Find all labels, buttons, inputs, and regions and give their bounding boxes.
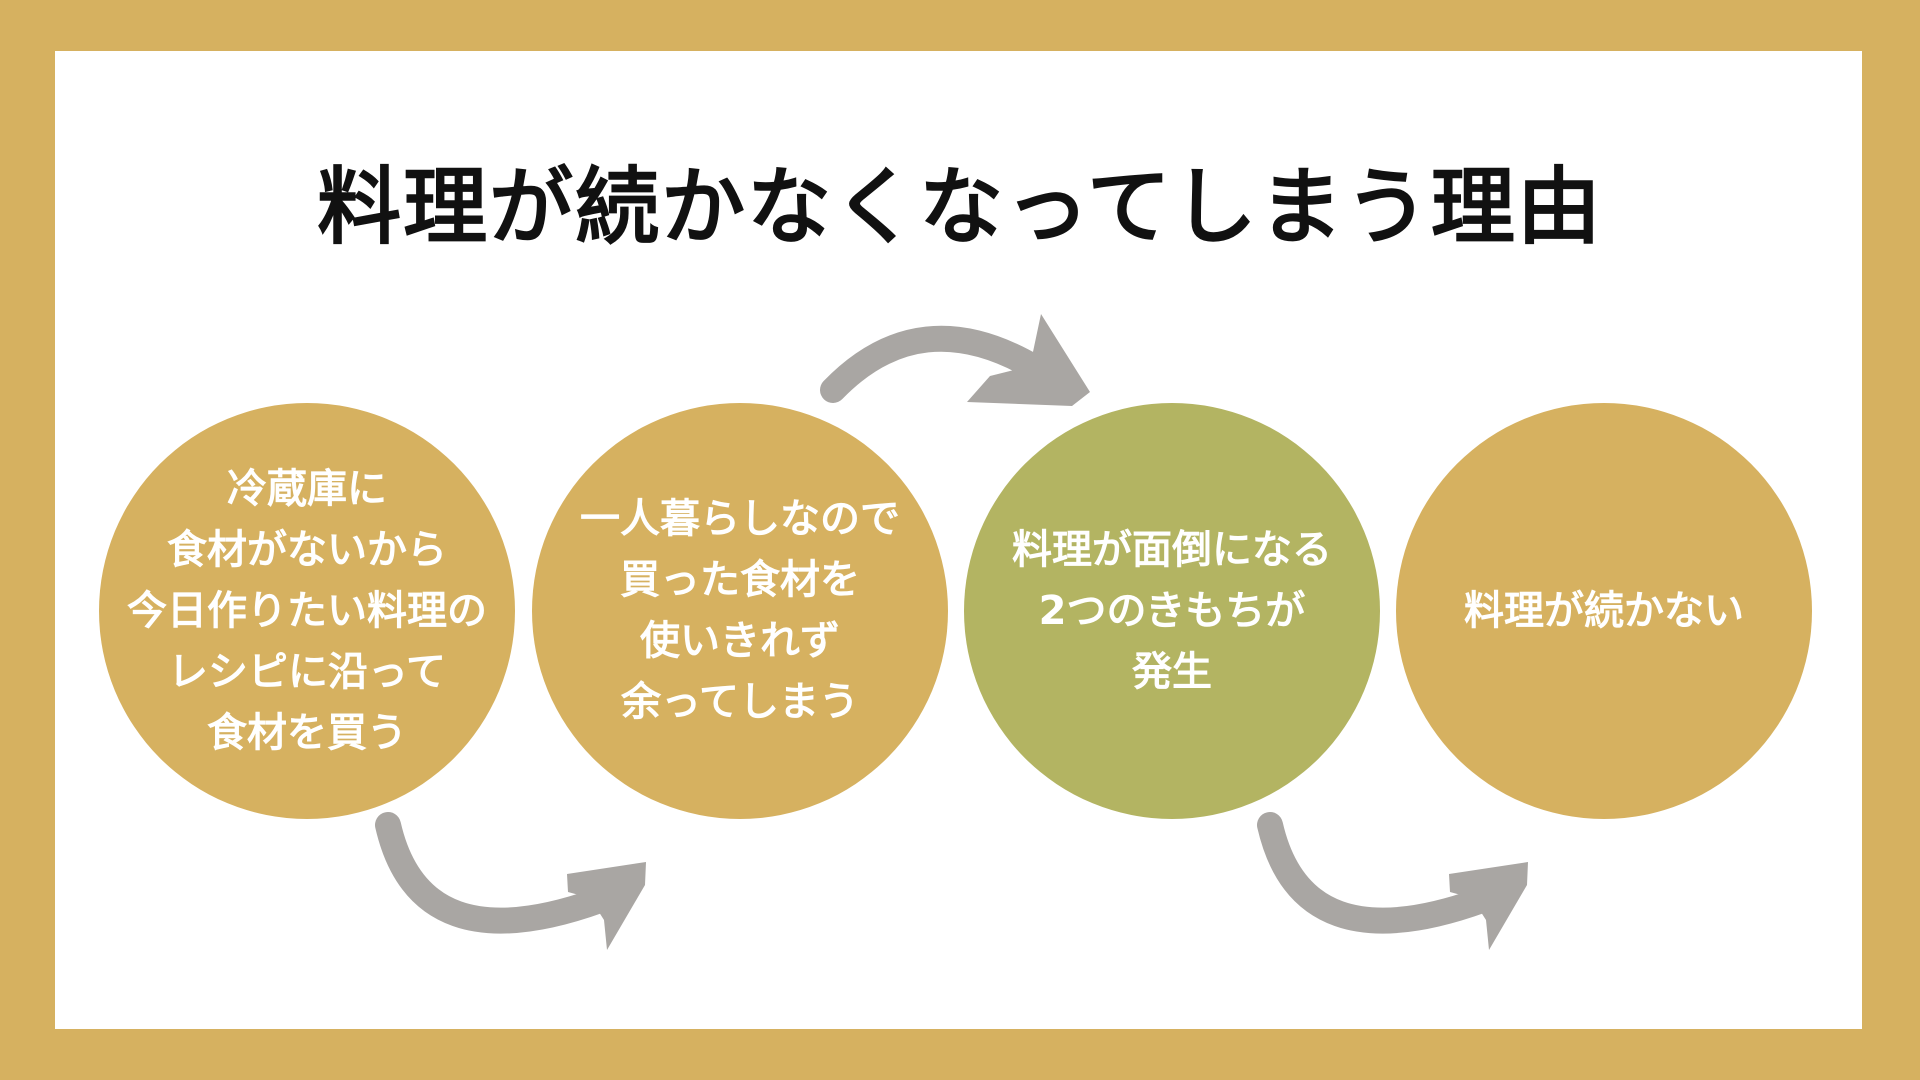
arrow-icon-bottom-2 [1257,812,1528,950]
step-circle-1: 冷蔵庫に 食材がないから 今日作りたい料理の レシピに沿って 食材を買う [99,403,515,819]
step-text: 料理が続かない [1464,587,1744,634]
step-text: レシピに沿って [168,648,446,695]
arrow-icon-top [820,314,1090,406]
step-text: 食材がないから [167,526,447,573]
step-text: 今日作りたい料理の [127,587,487,634]
step-text: 食材を買う [207,709,407,756]
step-text: 一人暮らしなので [580,496,900,542]
step-circle-3: 料理が面倒になる 2つのきもちが 発生 [964,403,1380,819]
step-circle-2: 一人暮らしなので 買った食材を 使いきれず 余ってしまう [532,403,948,819]
step-text: 使いきれず [640,618,840,664]
arrow-icon-bottom-1 [375,812,646,950]
step-text: 2つのきもちが [1038,587,1306,634]
page-title: 料理が続かなくなってしまう理由 [317,158,1603,256]
step-circle-4: 料理が続かない [1396,403,1812,819]
step-text: 冷蔵庫に [227,465,387,512]
step-text: 発生 [1132,648,1212,695]
step-text: 買った食材を [620,557,860,603]
step-text: 余ってしまう [621,679,859,725]
step-text: 料理が面倒になる [1012,526,1332,573]
